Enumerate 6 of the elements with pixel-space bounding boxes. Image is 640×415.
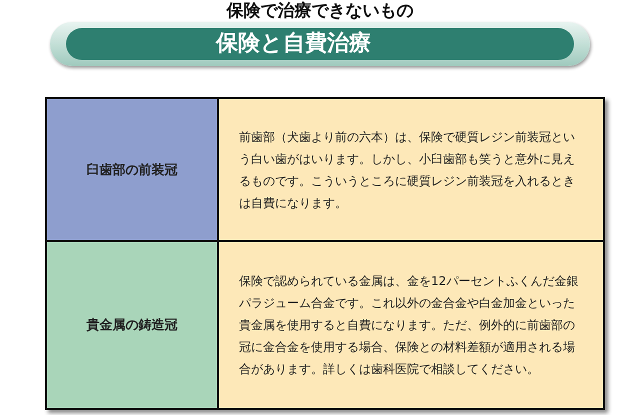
heading: 保険で治療できないもの — [225, 0, 414, 22]
description-text: 保険で認められている金属は、金を12パーセントふくんだ金銀パラジューム合金です。これ以外の金合金や白金加金といった貴金属を使用すると自費になります。ただ、例外的に前歯部の冠に金合金を使用する場合、保険との材料差額が適用される場合があります。詳しくは歯科医院で相談してください。 — [218, 241, 604, 409]
title-banner: 保険と自費治療 — [66, 28, 574, 60]
row-header: 臼歯部の前装冠 — [46, 98, 218, 241]
description-text: 前歯部（犬歯より前の六本）は、保険で硬質レジン前装冠という白い歯がはいります。しかし、小臼歯部も笑うと意外に見えるものです。こういうところに硬質レジン前装冠を入れるときは自費になります。 — [218, 98, 604, 241]
row-header: 貴金属の鋳造冠 — [46, 241, 218, 409]
